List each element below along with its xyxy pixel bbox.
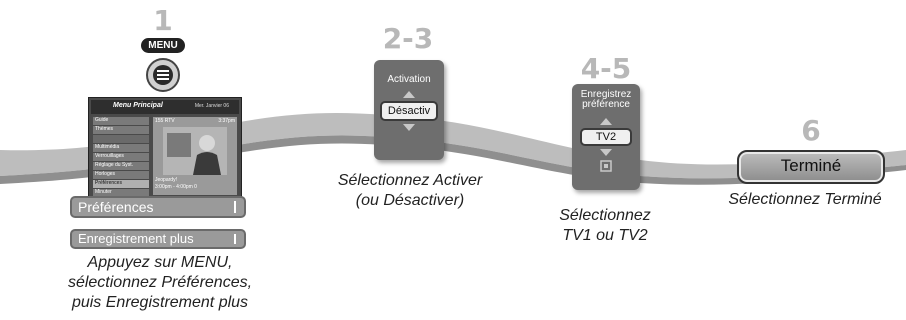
screen-menu-item: [93, 135, 149, 143]
screen-menu-list: Guide Thèmes Multimédia Verrouillages Ré…: [93, 117, 149, 198]
step23-caption: Sélectionnez Activer (ou Désactiver): [300, 171, 520, 211]
activation-selector[interactable]: Désactiv: [380, 101, 438, 121]
screen-header: Menu Principal Mer. Janvier 06: [91, 100, 239, 114]
menu-key-label: MENU: [141, 38, 185, 53]
step1-caption-line: sélectionnez Préférences,: [67, 274, 253, 291]
screen-preview: 155 RTV 3:37pm Jeopardy! 3:00pm - 4:00pm…: [153, 117, 237, 195]
tv-selector[interactable]: TV2: [580, 128, 632, 146]
presenter-image: [163, 127, 227, 175]
recording-plus-bar[interactable]: Enregistrement plus: [70, 229, 246, 249]
screen-menu-item: Horloges: [93, 171, 149, 179]
step1-caption: Appuyez sur MENU, sélectionnez Préférenc…: [40, 253, 280, 313]
screen-menu-item: Thèmes: [93, 126, 149, 134]
menu-lines-icon: [153, 65, 173, 85]
screen-menu-item: Guide: [93, 117, 149, 125]
screen-menu-item: Multimédia: [93, 144, 149, 152]
step6-caption: Sélectionnez Terminé: [728, 191, 882, 208]
arrow-up-icon[interactable]: [403, 91, 415, 98]
step23-caption-line: Sélectionnez Activer: [337, 172, 483, 189]
screen-menu-item: Réglage du Syst.: [93, 162, 149, 170]
preference-title: Enregistrez préférence: [572, 90, 640, 110]
arrow-up-icon[interactable]: [600, 118, 612, 125]
preferences-bar[interactable]: Préférences: [70, 196, 246, 218]
step-number-6: 6: [801, 114, 821, 147]
preference-title-line: Enregistrez: [580, 89, 632, 100]
screen-channel: 155 RTV: [155, 118, 175, 124]
screen-time: 3:37pm: [218, 118, 235, 124]
preference-panel: Enregistrez préférence TV2: [572, 84, 640, 190]
activation-panel: Activation Désactiv: [374, 60, 444, 160]
step1-caption-line: Appuyez sur MENU,: [87, 254, 233, 271]
step-number-4-5: 4-5: [580, 52, 632, 85]
bar-cursor: [234, 234, 236, 244]
bar-cursor: [234, 201, 236, 213]
screen-date: Mer. Janvier 06: [194, 103, 229, 109]
step-number-2-3: 2-3: [382, 22, 434, 55]
menu-screen: Menu Principal Mer. Janvier 06 Guide Thè…: [88, 97, 242, 199]
preferences-label: Préférences: [78, 199, 154, 215]
done-button[interactable]: Terminé: [737, 150, 885, 184]
activation-title: Activation: [387, 74, 431, 85]
arrow-down-icon[interactable]: [403, 124, 415, 131]
screen-menu-item: Minuter: [93, 189, 149, 197]
recording-plus-label: Enregistrement plus: [78, 231, 194, 246]
step23-caption-line: (ou Désactiver): [355, 192, 465, 209]
step1-caption-line: puis Enregistrement plus: [71, 294, 249, 311]
preference-title-line: préférence: [582, 99, 630, 110]
help-icon: [600, 160, 612, 172]
step45-caption: Sélectionnez TV1 ou TV2: [530, 206, 680, 246]
screen-title: Menu Principal: [113, 102, 163, 109]
arrow-down-icon[interactable]: [600, 149, 612, 156]
step45-caption-line: TV1 ou TV2: [562, 227, 648, 244]
menu-button[interactable]: [146, 58, 180, 92]
screen-menu-item-selected: Préférences: [93, 180, 149, 188]
step45-caption-line: Sélectionnez: [559, 207, 651, 224]
screen-info: Jeopardy!: [155, 177, 177, 183]
screen-menu-item: Verrouillages: [93, 153, 149, 161]
step-number-1: 1: [153, 4, 173, 37]
screen-info-time: 3:00pm - 4:00pm 0: [155, 184, 197, 190]
